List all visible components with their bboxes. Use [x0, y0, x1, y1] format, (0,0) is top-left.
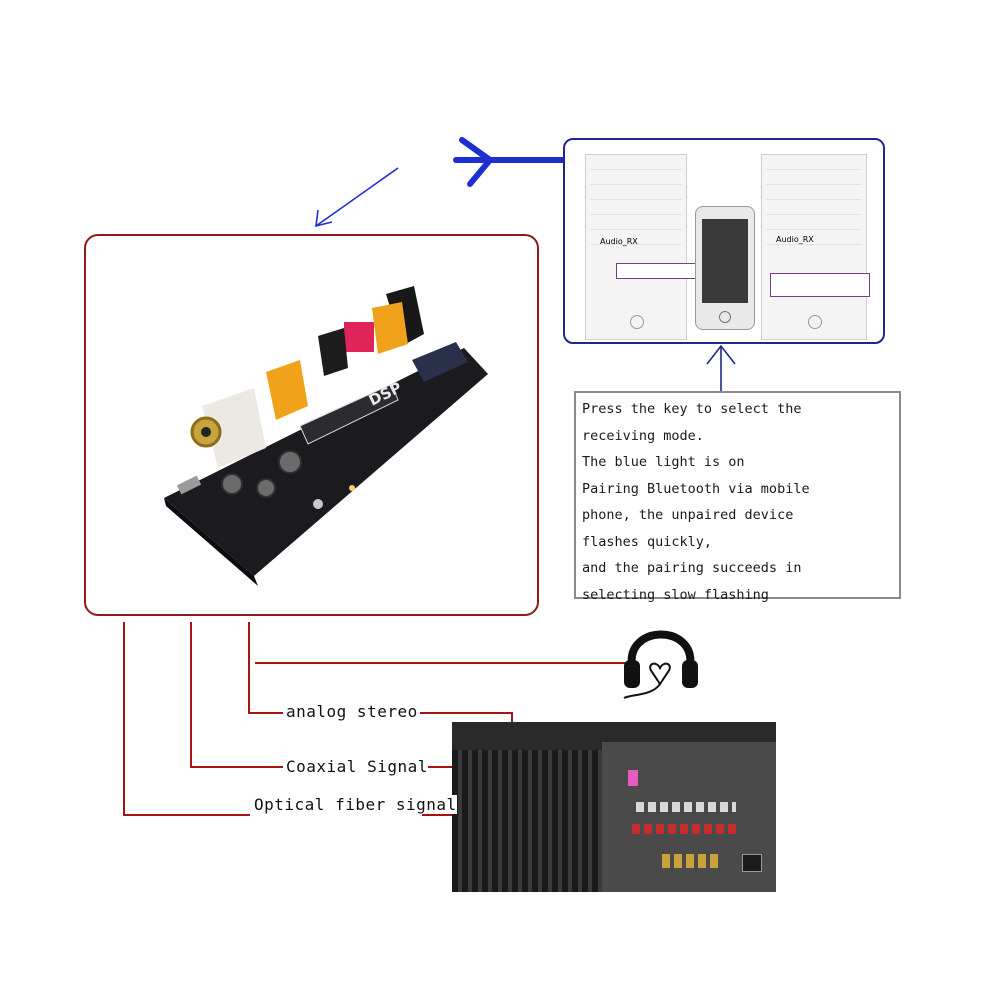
coaxial-wire — [190, 622, 283, 768]
info-arrow-up — [706, 344, 736, 391]
bluetooth-arrow-to-phone — [453, 137, 566, 187]
instruction-line: phone, the unpaired device — [582, 507, 794, 523]
gold-terminals — [662, 854, 722, 868]
phone-screen-right: Audio_RX — [761, 154, 870, 340]
instruction-line: and the pairing succeeds in — [582, 560, 802, 576]
home-icon — [630, 315, 644, 329]
analog-stereo-label: analog stereo — [286, 702, 418, 721]
coaxial-signal-label: Coaxial Signal — [286, 757, 428, 776]
dsp-board-image: DSP — [164, 286, 488, 586]
bt-device-name-right: Audio_RX — [776, 235, 814, 244]
connector-black-2 — [318, 328, 348, 376]
mode-key-button — [313, 499, 323, 509]
optical-wire — [123, 622, 250, 816]
bt-device-name-left: Audio_RX — [600, 237, 638, 246]
amplifier-back-panel — [602, 742, 776, 892]
instruction-line: selecting slow flashing — [582, 586, 769, 603]
optical-fiber-label: Optical fiber signal — [254, 795, 457, 814]
headphones-icon — [623, 630, 698, 699]
phone-pairing-panel: Audio_RX Audio_RX — [563, 138, 885, 344]
rca-connector-white — [202, 388, 266, 468]
led-indicator — [349, 485, 355, 491]
chinese-note-right — [770, 273, 870, 297]
usb-port — [176, 475, 202, 495]
bluetooth-arrow-to-board — [315, 167, 399, 228]
optical-connector-orange-2 — [266, 360, 308, 420]
instruction-line: flashes quickly, — [582, 533, 713, 550]
iphone-image — [695, 206, 755, 330]
amplifier-heatsink — [452, 750, 602, 892]
bluetooth-module — [412, 342, 468, 382]
dsp-board-frame: DSP — [84, 234, 539, 616]
speaker-terminals — [632, 824, 736, 834]
optical-connector-orange — [372, 302, 408, 354]
home-icon — [808, 315, 822, 329]
instruction-line: receiving mode. — [582, 427, 704, 444]
instruction-line: Pairing Bluetooth via mobile — [582, 480, 810, 497]
amplifier-image — [452, 722, 776, 892]
optical-input-port — [628, 770, 638, 786]
capacitor — [278, 450, 302, 474]
optical-connector-black — [386, 286, 424, 346]
power-socket — [742, 854, 762, 872]
capacitor — [221, 473, 243, 495]
phone-screen-left: Audio_RX — [585, 154, 700, 340]
iphone-screen — [702, 219, 748, 303]
instructions-box: Press the key to select the receiving mo… — [574, 391, 901, 603]
chinese-note-left — [616, 263, 700, 279]
capacitor — [256, 478, 276, 498]
instruction-line: The blue light is on — [582, 454, 745, 470]
rca-inputs — [636, 802, 736, 812]
board-silkscreen — [299, 383, 399, 445]
coaxial-connector-red — [344, 322, 374, 352]
instruction-line: Press the key to select the — [582, 401, 802, 417]
iphone-home-button — [719, 311, 731, 323]
analog-wire — [248, 622, 283, 714]
